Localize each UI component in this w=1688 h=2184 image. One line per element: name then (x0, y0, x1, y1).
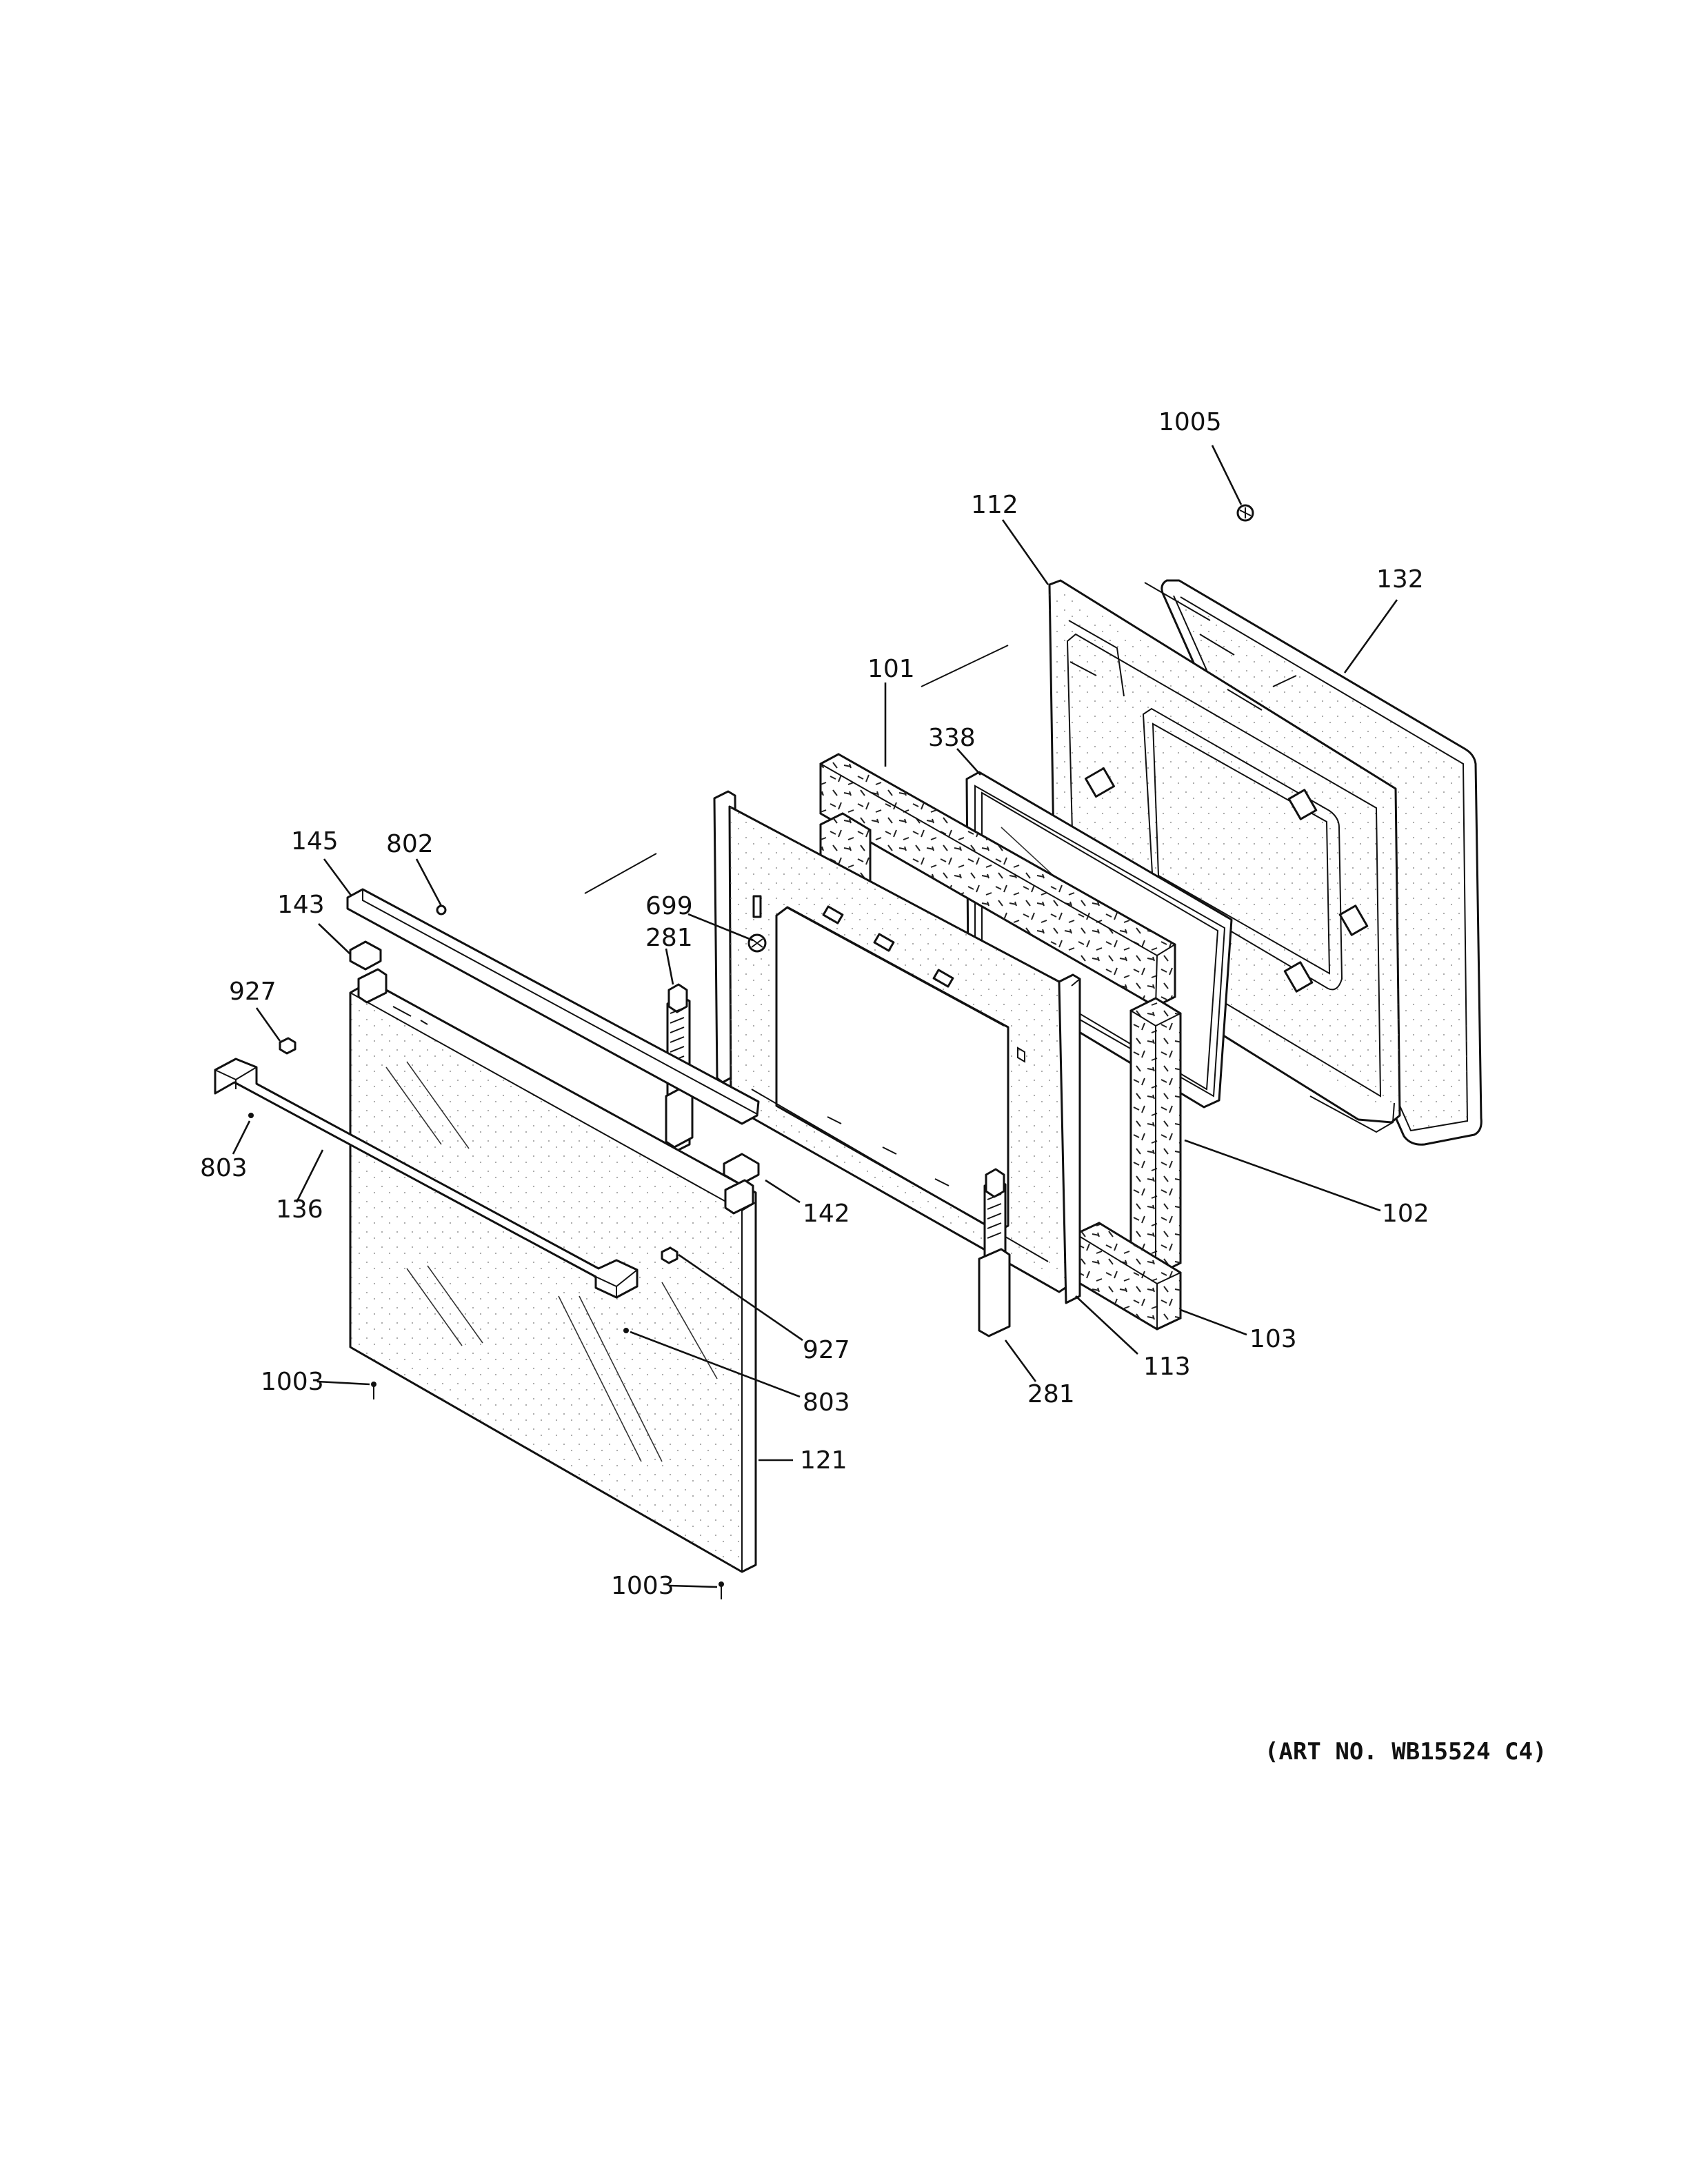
stud-927-left (279, 1037, 297, 1055)
hinge-281-lower (978, 1168, 1011, 1337)
callout-803-right: 803 (803, 1388, 850, 1417)
callout-1003-top: 1003 (261, 1368, 324, 1396)
callout-803-left: 803 (200, 1154, 248, 1182)
stud-927-right (661, 1246, 679, 1264)
callout-802: 802 (386, 830, 434, 858)
callout-labels: 1005 112 132 101 338 145 802 143 699 281… (200, 408, 1429, 1600)
callout-102: 102 (1382, 1200, 1429, 1228)
clip-802 (436, 904, 447, 916)
alignment-lines (584, 645, 1297, 894)
handle-136 (214, 1058, 639, 1299)
callout-1003-bottom: 1003 (611, 1572, 674, 1600)
callout-281-bottom: 281 (1027, 1380, 1075, 1408)
dot-803-left (248, 1113, 254, 1118)
callout-143: 143 (277, 891, 325, 919)
inner-liner-112 (1048, 579, 1401, 1133)
art-number: (ART NO. WB15524 C4) (1265, 1738, 1547, 1766)
callout-281-top: 281 (645, 924, 693, 952)
callout-927-left: 927 (229, 978, 277, 1006)
callout-112: 112 (971, 491, 1018, 519)
callout-136: 136 (276, 1195, 323, 1224)
screw-1003-top (371, 1382, 376, 1399)
door-frame-113 (713, 790, 1081, 1304)
callout-338: 338 (928, 724, 976, 752)
vent-trim-145 (346, 888, 760, 1125)
screw-1003-bottom (719, 1581, 724, 1599)
callout-145: 145 (291, 827, 339, 856)
callout-101: 101 (867, 655, 915, 683)
callout-699: 699 (645, 892, 693, 920)
callout-1005: 1005 (1158, 408, 1222, 436)
screw-1005 (1236, 504, 1254, 522)
dot-803-right (623, 1328, 629, 1333)
callout-927-right: 927 (803, 1336, 850, 1364)
callout-132: 132 (1376, 565, 1424, 594)
screw-699 (747, 933, 767, 953)
callout-142: 142 (803, 1200, 850, 1228)
bracket-143 (349, 940, 382, 971)
callout-113: 113 (1143, 1353, 1191, 1381)
callout-103: 103 (1249, 1325, 1297, 1353)
callout-121: 121 (800, 1446, 847, 1475)
leader-lines (232, 445, 1398, 1588)
outer-door-121 (349, 968, 757, 1573)
